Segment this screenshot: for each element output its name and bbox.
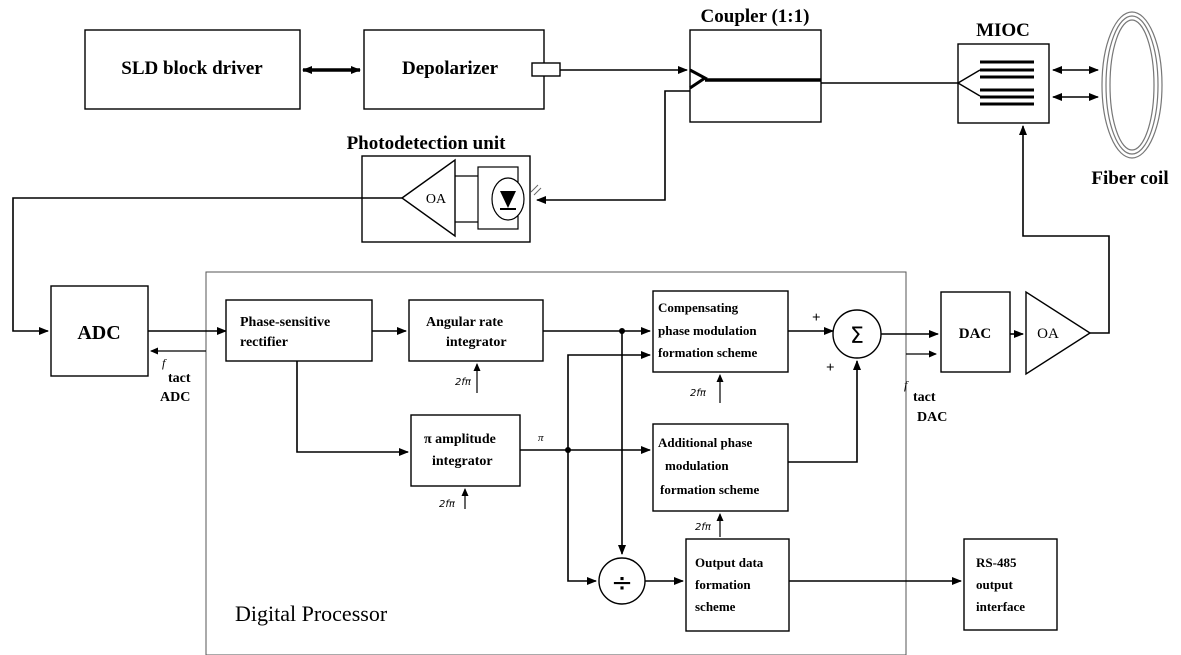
mioc-label: MIOC [976, 20, 1030, 41]
sum-plus-bottom: + [826, 360, 835, 376]
phase-sensitive-rectifier: Phase-sensitive rectifier [225, 299, 373, 362]
photodetection-label: Photodetection unit [347, 133, 507, 154]
depolarizer-label: Depolarizer [402, 58, 499, 79]
ftact-adc-tact: tact [168, 371, 191, 386]
photodetection-unit: Photodetection unit OA [347, 133, 542, 243]
output-data-formation-block: Output data formation scheme [685, 538, 790, 632]
rs-label-3: interface [976, 599, 1025, 614]
fiber-coil-label: Fiber coil [1091, 168, 1168, 189]
additional-phase-modulation-block: Additional phase modulation formation sc… [652, 423, 789, 512]
apm-clock-label: 2fπ [695, 522, 712, 533]
cpm-label-3: formation scheme [658, 345, 758, 360]
digital-processor-label: Digital Processor [235, 601, 388, 626]
rs485-interface: RS-485 output interface [963, 538, 1058, 631]
depolarizer: Depolarizer [363, 29, 561, 110]
pi-label: π [538, 432, 544, 444]
pi-divider-line [567, 450, 597, 585]
output-amplifier: OA [1025, 290, 1092, 376]
summing-junction: Σ [832, 309, 882, 359]
angular-rate-integrator: Angular rate integrator [408, 299, 544, 362]
sum-plus-top: + [812, 310, 821, 326]
cpm-label-2: phase modulation [658, 323, 757, 338]
adc: ADC [50, 285, 149, 377]
ftact-dac-tact: tact [913, 390, 936, 405]
fiber-coil [1101, 11, 1163, 159]
pai-label-1: π amplitude [424, 432, 496, 447]
compensating-phase-modulation-block: Compensating phase modulation formation … [652, 290, 789, 373]
pi-cpm-line [567, 351, 651, 450]
ftact-dac-sub: DAC [917, 410, 947, 425]
pd-oa-label: OA [426, 192, 447, 207]
divider: ÷ [598, 557, 646, 605]
odf-label-1: Output data [695, 555, 764, 570]
sld-block-driver: SLD block driver [84, 29, 301, 110]
psr-label-2: rectifier [240, 335, 288, 350]
apm-label-2: modulation [665, 458, 729, 473]
photodetector-adc-line [12, 197, 402, 335]
output-oa-label: OA [1037, 326, 1059, 342]
oa-mioc-line [1019, 125, 1110, 334]
apm-label-1: Additional phase [658, 435, 753, 450]
pai-clock-label: 2fπ [439, 499, 456, 510]
apm-label-3: formation scheme [660, 482, 760, 497]
coupler: Coupler (1:1) [689, 6, 822, 123]
ftact-dac-f: f [904, 378, 909, 392]
psr-pai-line [296, 361, 409, 456]
digital-processor-frame [205, 271, 907, 655]
depolarizer-port [531, 62, 561, 77]
odf-label-2: formation [695, 577, 751, 592]
ari-clock-label: 2fπ [455, 377, 472, 388]
psr-label-1: Phase-sensitive [240, 315, 330, 330]
dac-label: DAC [959, 326, 992, 342]
ftact-adc-f: f [162, 356, 167, 370]
sld-label: SLD block driver [121, 58, 263, 79]
cpm-clock-label: 2fπ [690, 388, 707, 399]
pai-label-2: integrator [432, 454, 493, 469]
adc-label: ADC [77, 322, 120, 344]
rs-label-2: output [976, 577, 1014, 592]
dac: DAC [940, 291, 1011, 373]
coupler-label: Coupler (1:1) [701, 6, 810, 27]
coupler-photodetector-fiber [536, 90, 690, 204]
odf-label-3: scheme [695, 599, 736, 614]
ftact-adc-sub: ADC [160, 390, 190, 405]
pi-amplitude-integrator: π amplitude integrator [410, 414, 521, 487]
ari-label-1: Angular rate [426, 315, 503, 330]
sum-symbol: Σ [850, 324, 864, 349]
ari-label-2: integrator [446, 335, 507, 350]
photodetector-amplifier [400, 158, 456, 238]
mioc: MIOC [957, 20, 1050, 124]
rs-label-1: RS-485 [976, 555, 1017, 570]
cpm-label-1: Compensating [658, 300, 739, 315]
apm-sum-line [788, 360, 861, 463]
divide-symbol: ÷ [611, 568, 633, 598]
